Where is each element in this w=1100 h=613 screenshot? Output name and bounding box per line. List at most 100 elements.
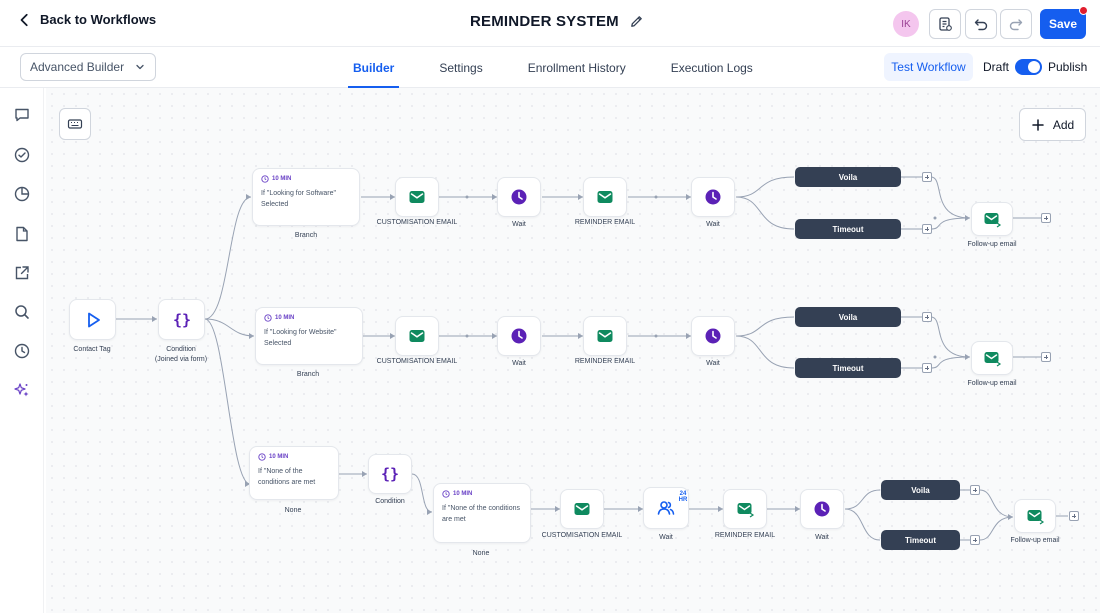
tab-bar: Builder Settings Enrollment History Exec…	[347, 47, 795, 88]
mail-icon	[409, 191, 425, 203]
message-icon	[15, 108, 29, 122]
outcome-pill-timeout[interactable]: Timeout	[881, 530, 960, 550]
workflow-title: REMINDER SYSTEM	[470, 13, 619, 30]
branch-condition-text: If "Looking for Website" Selected	[264, 329, 337, 347]
back-to-workflows-link[interactable]: Back to Workflows	[18, 12, 156, 27]
chevron-down-icon	[136, 64, 144, 70]
rail-external[interactable]	[13, 264, 31, 282]
followup-email-node[interactable]	[1014, 499, 1056, 533]
outcome-pill-voila[interactable]: Voila	[795, 307, 901, 327]
back-label: Back to Workflows	[40, 12, 157, 27]
logs-button[interactable]	[929, 9, 961, 39]
rail-files[interactable]	[13, 225, 31, 243]
avatar[interactable]: IK	[893, 11, 919, 37]
trigger-node[interactable]	[69, 299, 116, 340]
branch-label: Branch	[296, 371, 320, 378]
wait-node[interactable]	[497, 177, 541, 217]
none-label: None	[284, 507, 302, 514]
add-label: Add	[1052, 117, 1075, 132]
email-node[interactable]	[395, 316, 439, 356]
rail-history[interactable]	[13, 342, 31, 360]
email-node[interactable]	[560, 489, 604, 529]
condition-node[interactable]: {}	[368, 454, 412, 494]
followup-email-node[interactable]	[971, 202, 1013, 236]
email-label: CUSTOMISATION EMAIL	[376, 358, 458, 365]
wait-node[interactable]	[691, 316, 735, 356]
clock-icon	[258, 453, 266, 461]
tab-enrollment-history[interactable]: Enrollment History	[527, 60, 626, 75]
tab-settings[interactable]: Settings	[439, 60, 483, 75]
wait-node[interactable]	[800, 489, 844, 529]
outcome-pill-timeout[interactable]: Timeout	[795, 358, 901, 378]
mail-icon	[409, 330, 425, 342]
add-step-button[interactable]	[922, 363, 932, 373]
wait-label: Wait	[706, 221, 720, 228]
tab-execution-logs[interactable]: Execution Logs	[670, 60, 753, 75]
condition-label: Condition	[166, 346, 196, 353]
email-node[interactable]	[583, 177, 627, 217]
branch-card-2[interactable]: 10 MIN If "Looking for Website" Selected	[255, 307, 363, 365]
wait-label: Wait	[815, 534, 829, 541]
condition-label: Condition	[375, 498, 405, 505]
email-node[interactable]	[723, 489, 767, 529]
test-workflow-button[interactable]: Test Workflow	[884, 53, 973, 81]
add-step-button[interactable]	[970, 535, 980, 545]
email-node[interactable]	[583, 316, 627, 356]
wait-node[interactable]	[691, 177, 735, 217]
mail-reply-icon	[737, 503, 755, 518]
chevron-left-icon	[20, 13, 28, 26]
outcome-pill-voila[interactable]: Voila	[881, 480, 960, 500]
wait-label: Wait	[512, 221, 526, 228]
followup-email-node[interactable]	[971, 341, 1013, 375]
publish-toggle[interactable]	[1015, 59, 1042, 75]
add-step-button[interactable]	[970, 485, 980, 495]
add-step-button[interactable]	[1041, 352, 1051, 362]
wait-label: Wait	[706, 360, 720, 367]
undo-icon	[974, 19, 988, 31]
clock-icon	[511, 328, 527, 344]
rail-comments[interactable]	[13, 106, 31, 124]
undo-button[interactable]	[965, 9, 997, 39]
keyboard-shortcuts-button[interactable]	[59, 108, 91, 140]
mail-reply-icon	[1027, 510, 1045, 525]
clock-icon	[261, 175, 269, 183]
add-step-button[interactable]	[1069, 511, 1079, 521]
add-step-button[interactable]	[922, 224, 932, 234]
save-button[interactable]: Save	[1040, 9, 1086, 39]
redo-button[interactable]	[1000, 9, 1032, 39]
clock-icon	[442, 490, 450, 498]
none-sub-branch-card[interactable]: 10 MIN If "None of the conditions are me…	[433, 483, 531, 543]
condition-sublabel: (Joined via form)	[154, 356, 208, 363]
tab-builder[interactable]: Builder	[347, 47, 400, 88]
none-branch-card[interactable]: 10 MIN If "None of the conditions are me…	[249, 446, 339, 500]
clock-icon	[705, 328, 721, 344]
rail-tasks[interactable]	[13, 146, 31, 164]
search-icon	[15, 305, 29, 319]
rail-analytics[interactable]	[13, 185, 31, 203]
timer-badge: 10 MIN	[258, 453, 330, 461]
wait-node[interactable]	[497, 316, 541, 356]
wait-label: Wait	[659, 534, 673, 541]
add-step-button[interactable]	[922, 312, 932, 322]
pencil-icon[interactable]	[629, 14, 644, 29]
builder-mode-select[interactable]: Advanced Builder	[20, 53, 156, 81]
email-node[interactable]	[395, 177, 439, 217]
add-step-button[interactable]	[1041, 213, 1051, 223]
external-link-icon	[15, 266, 29, 280]
email-label: CUSTOMISATION EMAIL	[541, 532, 623, 539]
outcome-pill-timeout[interactable]: Timeout	[795, 219, 901, 239]
email-label: REMINDER EMAIL	[574, 219, 636, 226]
history-icon	[14, 343, 30, 359]
followup-label: Follow-up email	[967, 380, 1017, 387]
email-label: REMINDER EMAIL	[714, 532, 776, 539]
condition-node[interactable]: {}	[158, 299, 205, 340]
redo-icon	[1009, 19, 1023, 31]
outcome-pill-voila[interactable]: Voila	[795, 167, 901, 187]
wait-24hr-node[interactable]	[643, 487, 689, 529]
branch-card-1[interactable]: 10 MIN If "Looking for Software" Selecte…	[252, 168, 360, 226]
rail-ai[interactable]	[13, 381, 31, 399]
rail-search[interactable]	[13, 303, 31, 321]
add-step-button[interactable]	[922, 172, 932, 182]
braces-icon: {}	[381, 465, 399, 483]
add-node-button[interactable]: Add	[1019, 108, 1086, 141]
